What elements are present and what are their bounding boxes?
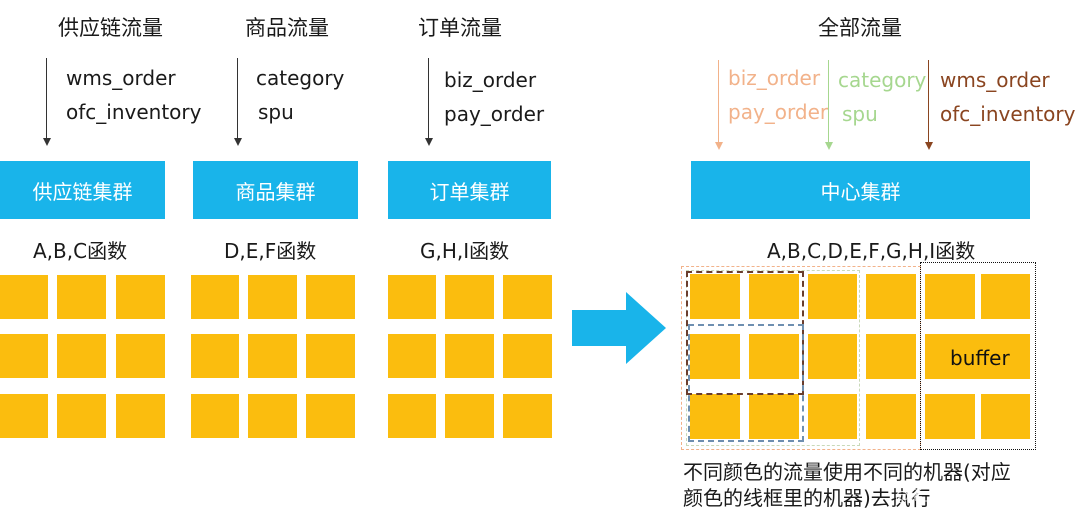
flow-item-product-2: spu (258, 100, 294, 124)
stream-arrowhead-product (825, 142, 833, 150)
functions-order: G,H,I函数 (420, 239, 510, 263)
machine-product (191, 334, 239, 378)
machine-center (866, 334, 916, 379)
flow-item-product-1: category (256, 66, 345, 90)
machine-center (749, 274, 799, 319)
machine-product (248, 275, 297, 319)
group-title-product: 商品流量 (245, 16, 329, 40)
stream-item-supply-1: wms_order (940, 68, 1050, 92)
flow-item-order-1: biz_order (444, 68, 537, 92)
machine-center (981, 274, 1030, 319)
flow-arrow-line-product (237, 58, 238, 138)
machine-order (503, 275, 552, 319)
stream-arrowhead-order (715, 142, 723, 150)
machine-supply (57, 394, 106, 438)
flow-item-supply-1: wms_order (66, 66, 176, 90)
machine-center (981, 394, 1030, 439)
stream-arrow-line-product (828, 60, 829, 142)
watermark: @稀土掘金技术社区 (895, 489, 1021, 505)
cluster-supply: 供应链集群 (0, 161, 165, 219)
machine-order (445, 334, 494, 378)
stream-arrow-line-supply (928, 60, 929, 142)
caption-line-1: 不同颜色的流量使用不同的机器(对应 (683, 460, 1011, 484)
caption-line-2: 颜色的线框里的机器)去执行 (683, 486, 931, 510)
machine-supply (116, 275, 165, 319)
cluster-product: 商品集群 (193, 161, 358, 219)
stream-item-order-1: biz_order (728, 66, 821, 90)
buffer-label: buffer (950, 346, 1010, 370)
machine-product (191, 275, 239, 319)
machine-order (503, 334, 552, 378)
machine-center (808, 334, 857, 379)
machine-supply (116, 334, 165, 378)
stream-item-supply-2: ofc_inventory (940, 102, 1076, 126)
group-title-supply: 供应链流量 (58, 16, 163, 40)
cluster-order: 订单集群 (388, 161, 551, 219)
flow-arrow-line-order (428, 58, 429, 138)
machine-product (306, 275, 355, 319)
machine-supply (0, 394, 48, 438)
machine-center (925, 334, 1030, 379)
machine-center (866, 394, 916, 439)
machine-product (306, 394, 355, 438)
machine-center (808, 394, 857, 439)
flow-arrowhead-product (234, 138, 242, 146)
machine-order (445, 275, 494, 319)
machine-product (248, 394, 297, 438)
stream-item-product-2: spu (842, 102, 878, 126)
machine-supply (0, 275, 48, 319)
group-title-order: 订单流量 (418, 16, 502, 40)
machine-center (749, 334, 799, 379)
machine-center (925, 394, 975, 439)
machine-center (866, 274, 916, 319)
machine-supply (57, 334, 106, 378)
machine-product (248, 334, 297, 378)
machine-order (388, 275, 436, 319)
machine-product (191, 394, 239, 438)
machine-supply (57, 275, 106, 319)
machine-center (690, 334, 740, 379)
flow-arrowhead-order (425, 138, 433, 146)
functions-center: A,B,C,D,E,F,G,H,I函数 (767, 239, 976, 263)
machine-order (388, 394, 436, 438)
functions-supply: A,B,C函数 (33, 239, 128, 263)
machine-order (388, 334, 436, 378)
cluster-center: 中心集群 (691, 161, 1030, 219)
machine-center (925, 274, 975, 319)
machine-center (808, 274, 857, 319)
machine-product (306, 334, 355, 378)
stream-item-product-1: category (838, 68, 927, 92)
machine-center (690, 394, 740, 439)
flow-arrow-line-supply (46, 58, 47, 138)
flow-arrowhead-supply (43, 138, 51, 146)
machine-order (503, 394, 552, 438)
machine-order (445, 394, 494, 438)
machine-supply (116, 394, 165, 438)
all-title: 全部流量 (818, 16, 902, 40)
stream-arrowhead-supply (925, 142, 933, 150)
transition-arrow-icon (572, 292, 666, 364)
stream-arrow-line-order (718, 60, 719, 142)
flow-item-supply-2: ofc_inventory (66, 100, 202, 124)
machine-supply (0, 334, 48, 378)
functions-product: D,E,F函数 (224, 239, 317, 263)
flow-item-order-2: pay_order (444, 102, 545, 126)
machine-center (749, 394, 799, 439)
stream-item-order-2: pay_order (728, 100, 829, 124)
machine-center (690, 274, 740, 319)
